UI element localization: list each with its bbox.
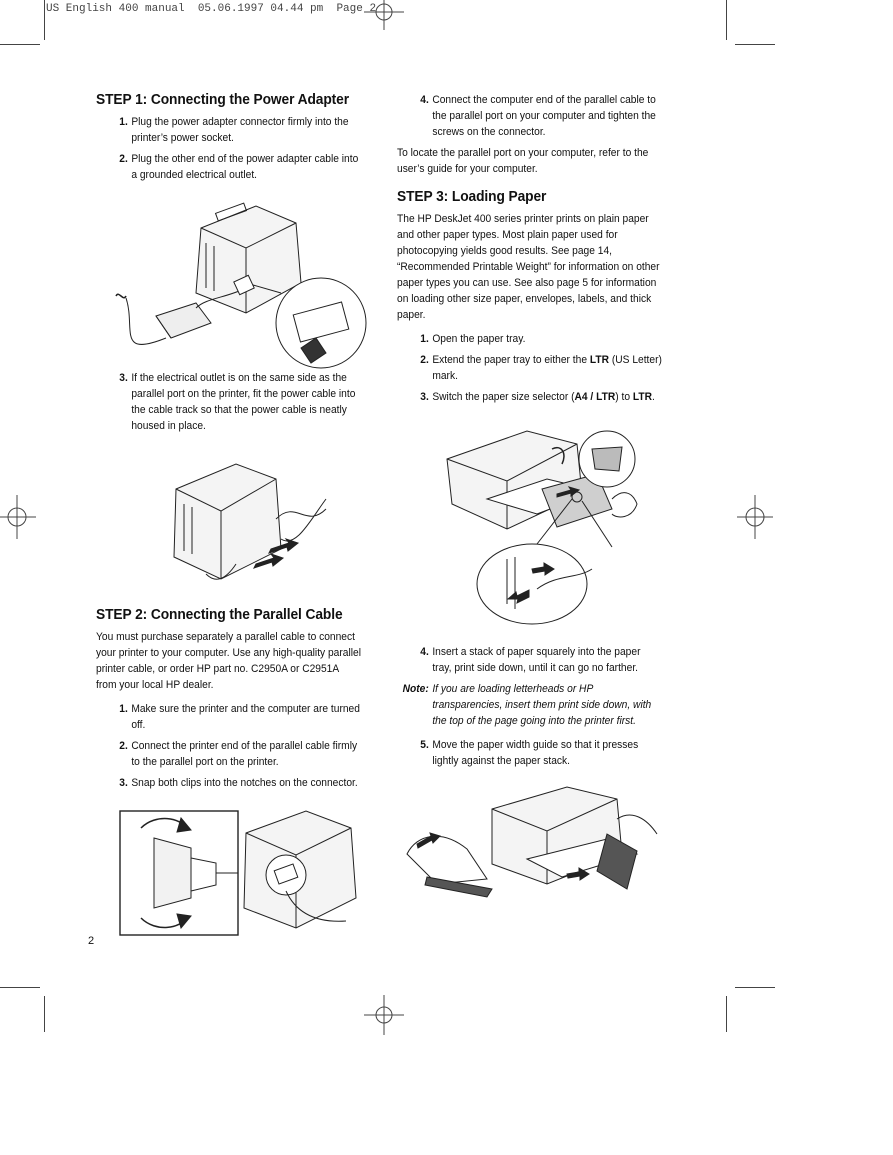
step3-list-end: 5.Move the paper width guide so that it … (397, 737, 682, 769)
registration-mark-top (364, 0, 404, 30)
list-item: 3.Snap both clips into the notches on th… (119, 777, 358, 789)
list-item: 1.Plug the power adapter connector firml… (119, 116, 349, 144)
list-item: 3.Switch the paper size selector (A4 / L… (420, 391, 655, 403)
left-column: STEP 1: Connecting the Power Adapter 1.P… (96, 92, 381, 938)
step3-list-cont: 4.Insert a stack of paper squarely into … (397, 644, 682, 676)
step3-heading: STEP 3: Loading Paper (397, 189, 547, 205)
step1-list: 1.Plug the power adapter connector firml… (96, 114, 381, 183)
step1-heading: STEP 1: Connecting the Power Adapter (96, 92, 349, 108)
list-item: 2.Plug the other end of the power adapte… (119, 153, 359, 181)
step2-list: 1.Make sure the printer and the computer… (96, 701, 381, 791)
crop-mark (0, 44, 40, 45)
step1-list-cont: 3.If the electrical outlet is on the sam… (96, 370, 381, 434)
right-column: 4.Connect the computer end of the parall… (397, 92, 682, 899)
step3-list: 1.Open the paper tray. 2.Extend the pape… (397, 331, 682, 405)
page-number: 2 (88, 935, 95, 947)
crop-mark (0, 987, 40, 988)
step2-intro: You must purchase separately a parallel … (96, 631, 361, 691)
parallel-cable-illustration (119, 810, 357, 936)
crop-mark (735, 987, 775, 988)
list-item: 4.Insert a stack of paper squarely into … (420, 646, 641, 674)
note-block: Note:If you are loading letterheads or H… (402, 683, 652, 727)
slug-line: US English 400 manual 05.06.1997 04.44 p… (46, 3, 377, 15)
step2-heading: STEP 2: Connecting the Parallel Cable (96, 607, 343, 623)
step2-list-cont: 4.Connect the computer end of the parall… (397, 92, 682, 140)
list-item: 5.Move the paper width guide so that it … (420, 739, 639, 767)
registration-mark-left (0, 495, 36, 539)
step3-intro: The HP DeskJet 400 series printer prints… (397, 213, 660, 321)
crop-mark (726, 0, 727, 40)
paper-tray-illustration (446, 430, 638, 625)
registration-mark-right (737, 495, 773, 539)
registration-mark-bottom (364, 995, 404, 1035)
list-item: 3.If the electrical outlet is on the sam… (119, 372, 356, 432)
cable-track-illustration (173, 463, 327, 580)
crop-mark (44, 0, 45, 40)
crop-mark (44, 996, 45, 1032)
list-item: 4.Connect the computer end of the parall… (420, 94, 656, 138)
step2-locate-text: To locate the parallel port on your comp… (397, 147, 649, 175)
crop-mark (726, 996, 727, 1032)
power-adapter-illustration (115, 202, 367, 369)
paper-width-guide-illustration (406, 786, 658, 898)
list-item: 1.Make sure the printer and the computer… (119, 703, 360, 731)
list-item: 1.Open the paper tray. (420, 333, 526, 345)
crop-mark (735, 44, 775, 45)
list-item: 2.Extend the paper tray to either the LT… (420, 354, 662, 382)
list-item: 2.Connect the printer end of the paralle… (119, 740, 358, 768)
